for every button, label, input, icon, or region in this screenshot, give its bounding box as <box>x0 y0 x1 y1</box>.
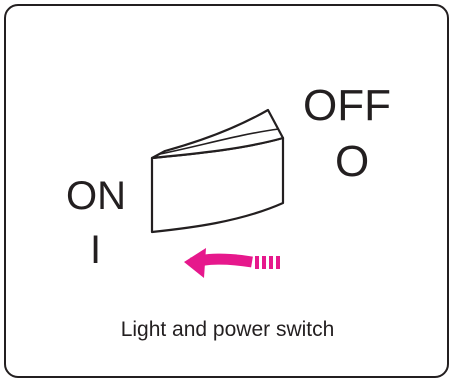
curved-arrow-icon <box>184 248 280 278</box>
on-label: ON <box>66 174 126 218</box>
off-symbol: O <box>335 137 370 186</box>
caption: Light and power switch <box>120 318 335 341</box>
on-symbol: I <box>90 228 102 272</box>
rocker-switch-icon <box>150 108 285 234</box>
off-label: OFF <box>303 81 391 130</box>
